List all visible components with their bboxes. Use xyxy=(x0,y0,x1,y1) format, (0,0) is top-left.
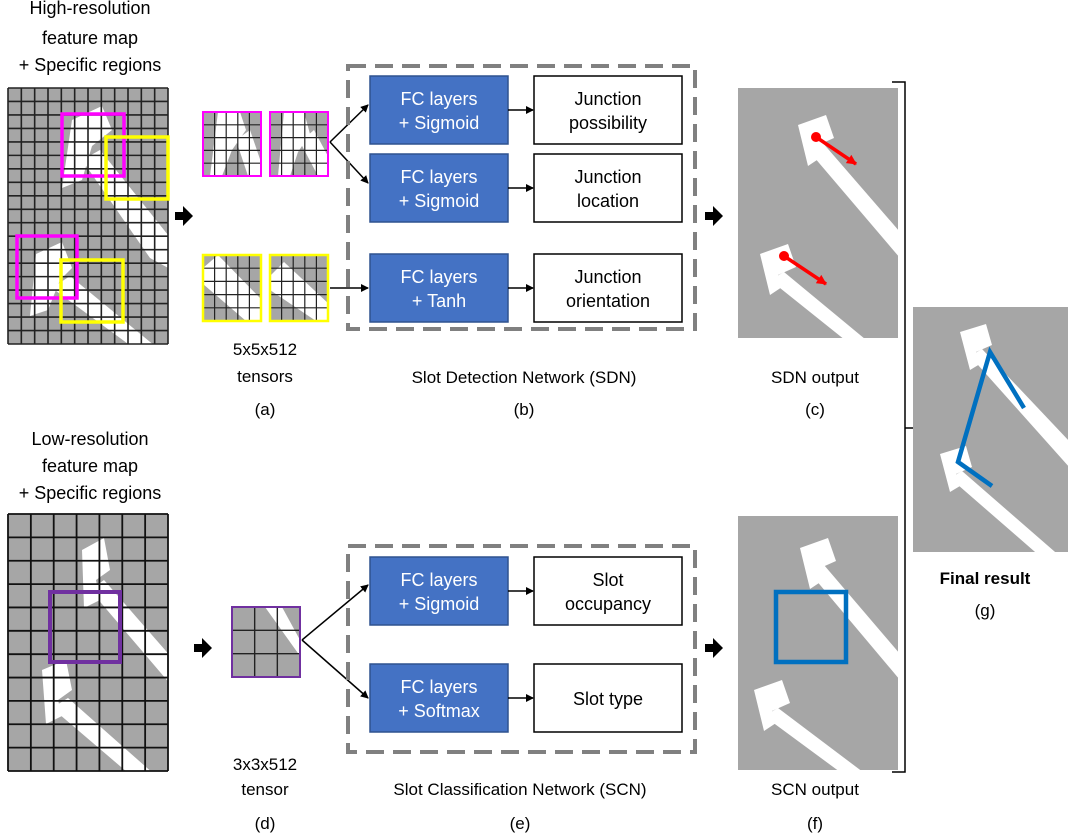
tensor-bottom-label: 3x3x512 tensor xyxy=(233,755,297,799)
sdn-title: Slot Detection Network (SDN) xyxy=(412,368,637,387)
scn-block-2: FC layers + Softmax Slot type xyxy=(369,663,683,733)
svg-text:Junction: Junction xyxy=(574,267,641,287)
panel-letter-f: (f) xyxy=(807,814,823,833)
sdn-output-label: SDN output xyxy=(771,368,859,387)
svg-text:Slot: Slot xyxy=(592,570,623,590)
sdn-block-3: FC layers + Tanh Junction orientation xyxy=(369,253,683,323)
panel-letter-c: (c) xyxy=(805,400,825,419)
scn-dashed-frame xyxy=(346,544,697,754)
svg-text:possibility: possibility xyxy=(569,113,647,133)
stage-arrow-top-2 xyxy=(705,206,723,226)
high-res-label: High-resolution feature map + Specific r… xyxy=(19,0,162,75)
scn-title: Slot Classification Network (SCN) xyxy=(393,780,646,799)
svg-text:+ Sigmoid: + Sigmoid xyxy=(399,191,480,211)
tensor-connectors-bottom xyxy=(301,584,369,699)
sdn-dashed-frame xyxy=(346,64,697,331)
svg-text:High-resolution: High-resolution xyxy=(29,0,150,18)
svg-text:5x5x512: 5x5x512 xyxy=(233,340,297,359)
scn-output-label: SCN output xyxy=(771,780,859,799)
svg-text:+ Specific regions: + Specific regions xyxy=(19,483,162,503)
sdn-output-image xyxy=(738,88,898,338)
svg-text:+ Sigmoid: + Sigmoid xyxy=(399,113,480,133)
tensor-purple xyxy=(231,606,301,678)
tensor-top-label: 5x5x512 tensors xyxy=(233,340,297,386)
panel-letter-e: (e) xyxy=(510,814,531,833)
tensor-yellow-1 xyxy=(201,253,263,323)
panel-letter-g: (g) xyxy=(975,601,996,620)
svg-text:location: location xyxy=(577,191,639,211)
merge-bracket xyxy=(892,81,915,773)
final-result-label: Final result xyxy=(940,569,1031,588)
high-res-feature-map xyxy=(7,87,170,345)
svg-text:Low-resolution: Low-resolution xyxy=(31,429,148,449)
scn-block-1: FC layers + Sigmoid Slot occupancy xyxy=(369,556,683,626)
svg-text:Junction: Junction xyxy=(574,89,641,109)
tensor-magenta-1 xyxy=(202,111,262,177)
panel-letter-a: (a) xyxy=(255,400,276,419)
panel-letter-d: (d) xyxy=(255,814,276,833)
svg-text:feature map: feature map xyxy=(42,456,138,476)
svg-text:tensors: tensors xyxy=(237,367,293,386)
sdn-block-1: FC layers + Sigmoid Junction possibility xyxy=(369,75,683,145)
tensor-magenta-2 xyxy=(269,111,329,177)
low-res-label: Low-resolution feature map + Specific re… xyxy=(19,429,162,503)
svg-text:FC layers: FC layers xyxy=(400,167,477,187)
svg-text:+ Tanh: + Tanh xyxy=(412,291,466,311)
svg-text:FC layers: FC layers xyxy=(400,677,477,697)
svg-text:Slot type: Slot type xyxy=(573,689,643,709)
svg-text:+ Specific regions: + Specific regions xyxy=(19,55,162,75)
low-res-feature-map xyxy=(7,513,169,772)
sdn-block-2: FC layers + Sigmoid Junction location xyxy=(369,153,683,223)
svg-text:3x3x512: 3x3x512 xyxy=(233,755,297,774)
final-result-image xyxy=(913,307,1068,552)
svg-text:Junction: Junction xyxy=(574,167,641,187)
svg-text:orientation: orientation xyxy=(566,291,650,311)
svg-text:occupancy: occupancy xyxy=(565,594,651,614)
svg-text:FC layers: FC layers xyxy=(400,570,477,590)
svg-text:FC layers: FC layers xyxy=(400,267,477,287)
svg-text:+ Softmax: + Softmax xyxy=(398,701,480,721)
panel-letter-b: (b) xyxy=(514,400,535,419)
tensor-yellow-2 xyxy=(268,253,330,323)
svg-text:tensor: tensor xyxy=(241,780,289,799)
svg-text:+ Sigmoid: + Sigmoid xyxy=(399,594,480,614)
stage-arrow-bottom-2 xyxy=(705,638,723,658)
svg-text:FC layers: FC layers xyxy=(400,89,477,109)
stage-arrow-top-1 xyxy=(175,206,193,226)
svg-text:feature map: feature map xyxy=(42,28,138,48)
scn-output-image xyxy=(738,516,898,770)
stage-arrow-bottom-1 xyxy=(194,638,212,658)
